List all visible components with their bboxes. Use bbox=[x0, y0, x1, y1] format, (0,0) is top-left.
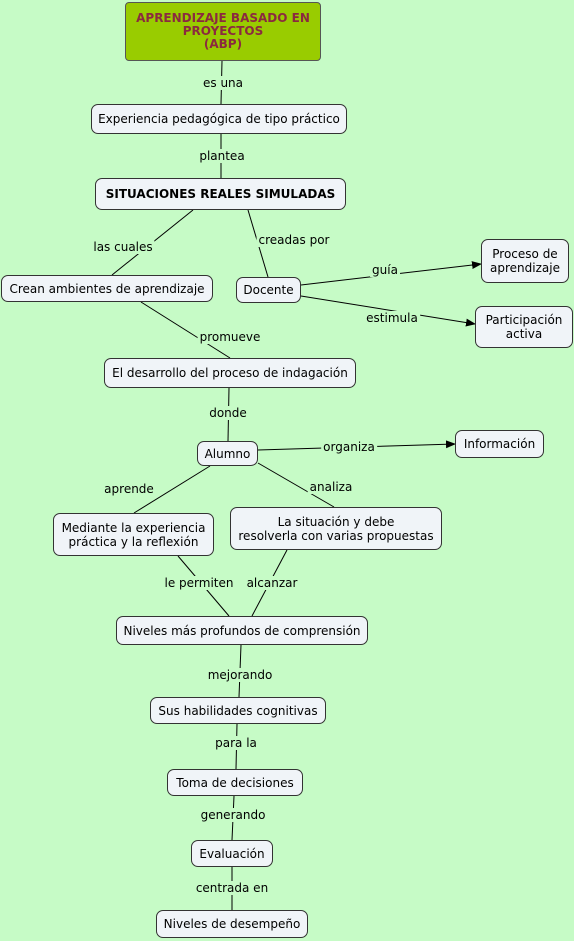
link-label-mejorando: mejorando bbox=[205, 668, 275, 682]
concept-habilidades[interactable]: Sus habilidades cognitivas bbox=[150, 697, 326, 724]
concept-informacion[interactable]: Información bbox=[455, 430, 544, 458]
concept-participacion[interactable]: Participación activa bbox=[475, 306, 573, 348]
concept-situaciones[interactable]: SITUACIONES REALES SIMULADAS bbox=[95, 178, 346, 210]
concept-crean[interactable]: Crean ambientes de aprendizaje bbox=[1, 275, 213, 302]
link-label-alcanzar: alcanzar bbox=[244, 576, 300, 590]
concept-docente[interactable]: Docente bbox=[236, 277, 301, 303]
concept-mediante[interactable]: Mediante la experiencia práctica y la re… bbox=[53, 513, 214, 556]
line-analiza bbox=[257, 462, 335, 508]
link-label-plantea: plantea bbox=[197, 149, 247, 163]
link-label-generando: generando bbox=[198, 808, 268, 822]
concept-desarrollo[interactable]: El desarrollo del proceso de indagación bbox=[104, 358, 356, 388]
concept-situacion[interactable]: La situación y debe resolverla con varia… bbox=[230, 507, 442, 550]
link-label-organiza: organiza bbox=[321, 440, 377, 454]
link-label-analiza: analiza bbox=[307, 480, 355, 494]
link-label-creadas-por: creadas por bbox=[256, 233, 332, 247]
concept-evaluacion[interactable]: Evaluación bbox=[191, 840, 273, 867]
line-promueve bbox=[140, 301, 231, 359]
concept-niveles[interactable]: Niveles más profundos de comprensión bbox=[116, 616, 368, 645]
link-label-guia: guía bbox=[370, 263, 400, 277]
concept-experiencia[interactable]: Experiencia pedagógica de tipo práctico bbox=[91, 104, 347, 134]
concept-toma[interactable]: Toma de decisiones bbox=[167, 769, 303, 796]
link-label-donde: donde bbox=[207, 406, 249, 420]
link-label-promueve: promueve bbox=[197, 330, 263, 344]
link-label-le-permiten: le permiten bbox=[162, 576, 236, 590]
line-aprende bbox=[133, 465, 211, 514]
link-label-aprende: aprende bbox=[102, 482, 156, 496]
concept-desempeno[interactable]: Niveles de desempeño bbox=[156, 910, 308, 938]
link-label-para-la: para la bbox=[213, 736, 259, 750]
line-estimula bbox=[300, 295, 476, 327]
concept-alumno[interactable]: Alumno bbox=[197, 441, 258, 466]
link-label-centrada-en: centrada en bbox=[193, 881, 271, 895]
concept-root[interactable]: APRENDIZAJE BASADO EN PROYECTOS (ABP) bbox=[125, 2, 321, 61]
link-label-estimula: estimula bbox=[364, 311, 420, 325]
link-label-las-cuales: las cuales bbox=[91, 240, 155, 254]
link-label-es-una: es una bbox=[200, 76, 246, 90]
concept-proceso[interactable]: Proceso de aprendizaje bbox=[481, 239, 569, 283]
